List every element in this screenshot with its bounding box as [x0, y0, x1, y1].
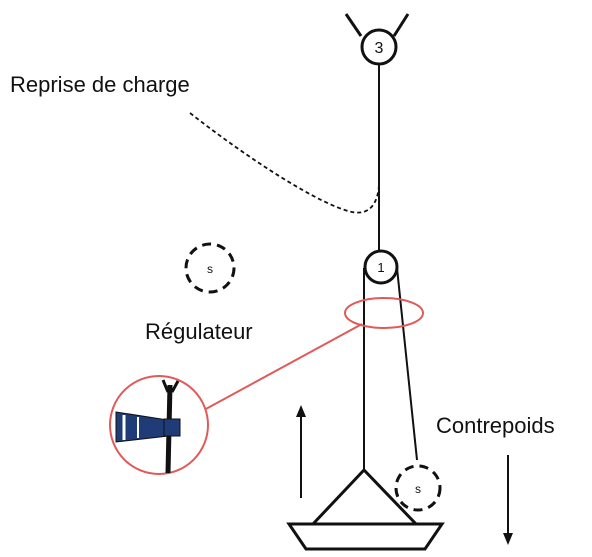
- left-spring-label: s: [207, 262, 213, 276]
- right-spring-label: s: [415, 482, 421, 496]
- counterweight-platform: [286, 467, 445, 551]
- arrow-up-icon: [296, 405, 306, 498]
- load-takeover-curve: [189, 112, 380, 214]
- top-pulley-number: 3: [375, 40, 384, 57]
- right-spring: s: [394, 464, 442, 512]
- sensor-zoom: [109, 375, 209, 475]
- reprise-de-charge-label: Reprise de charge: [10, 72, 190, 97]
- contrepoids-label: Contrepoids: [436, 413, 555, 438]
- left-spring: s: [184, 242, 236, 294]
- regulateur-label: Régulateur: [145, 319, 253, 344]
- regulator-connector-line: [203, 323, 363, 411]
- top-pulley-right-arm: [392, 13, 410, 37]
- middle-pulley: 1: [363, 249, 399, 285]
- counterweight-base: [286, 522, 445, 551]
- sensor-icon: [115, 411, 181, 443]
- spring-icon: [184, 242, 236, 294]
- pulley-icon: [363, 249, 399, 285]
- top-pulley: 3: [344, 13, 410, 66]
- regulator-highlight-ellipse: [344, 297, 424, 329]
- arrow-down-icon: [503, 455, 513, 545]
- sensor-rope-fork-right: [170, 380, 180, 393]
- sensor-rope-fork-left: [161, 379, 170, 393]
- top-pulley-left-arm: [344, 13, 363, 37]
- right-hanging-rope: [396, 267, 418, 461]
- spring-icon: [394, 464, 442, 512]
- middle-pulley-number: 1: [377, 260, 384, 275]
